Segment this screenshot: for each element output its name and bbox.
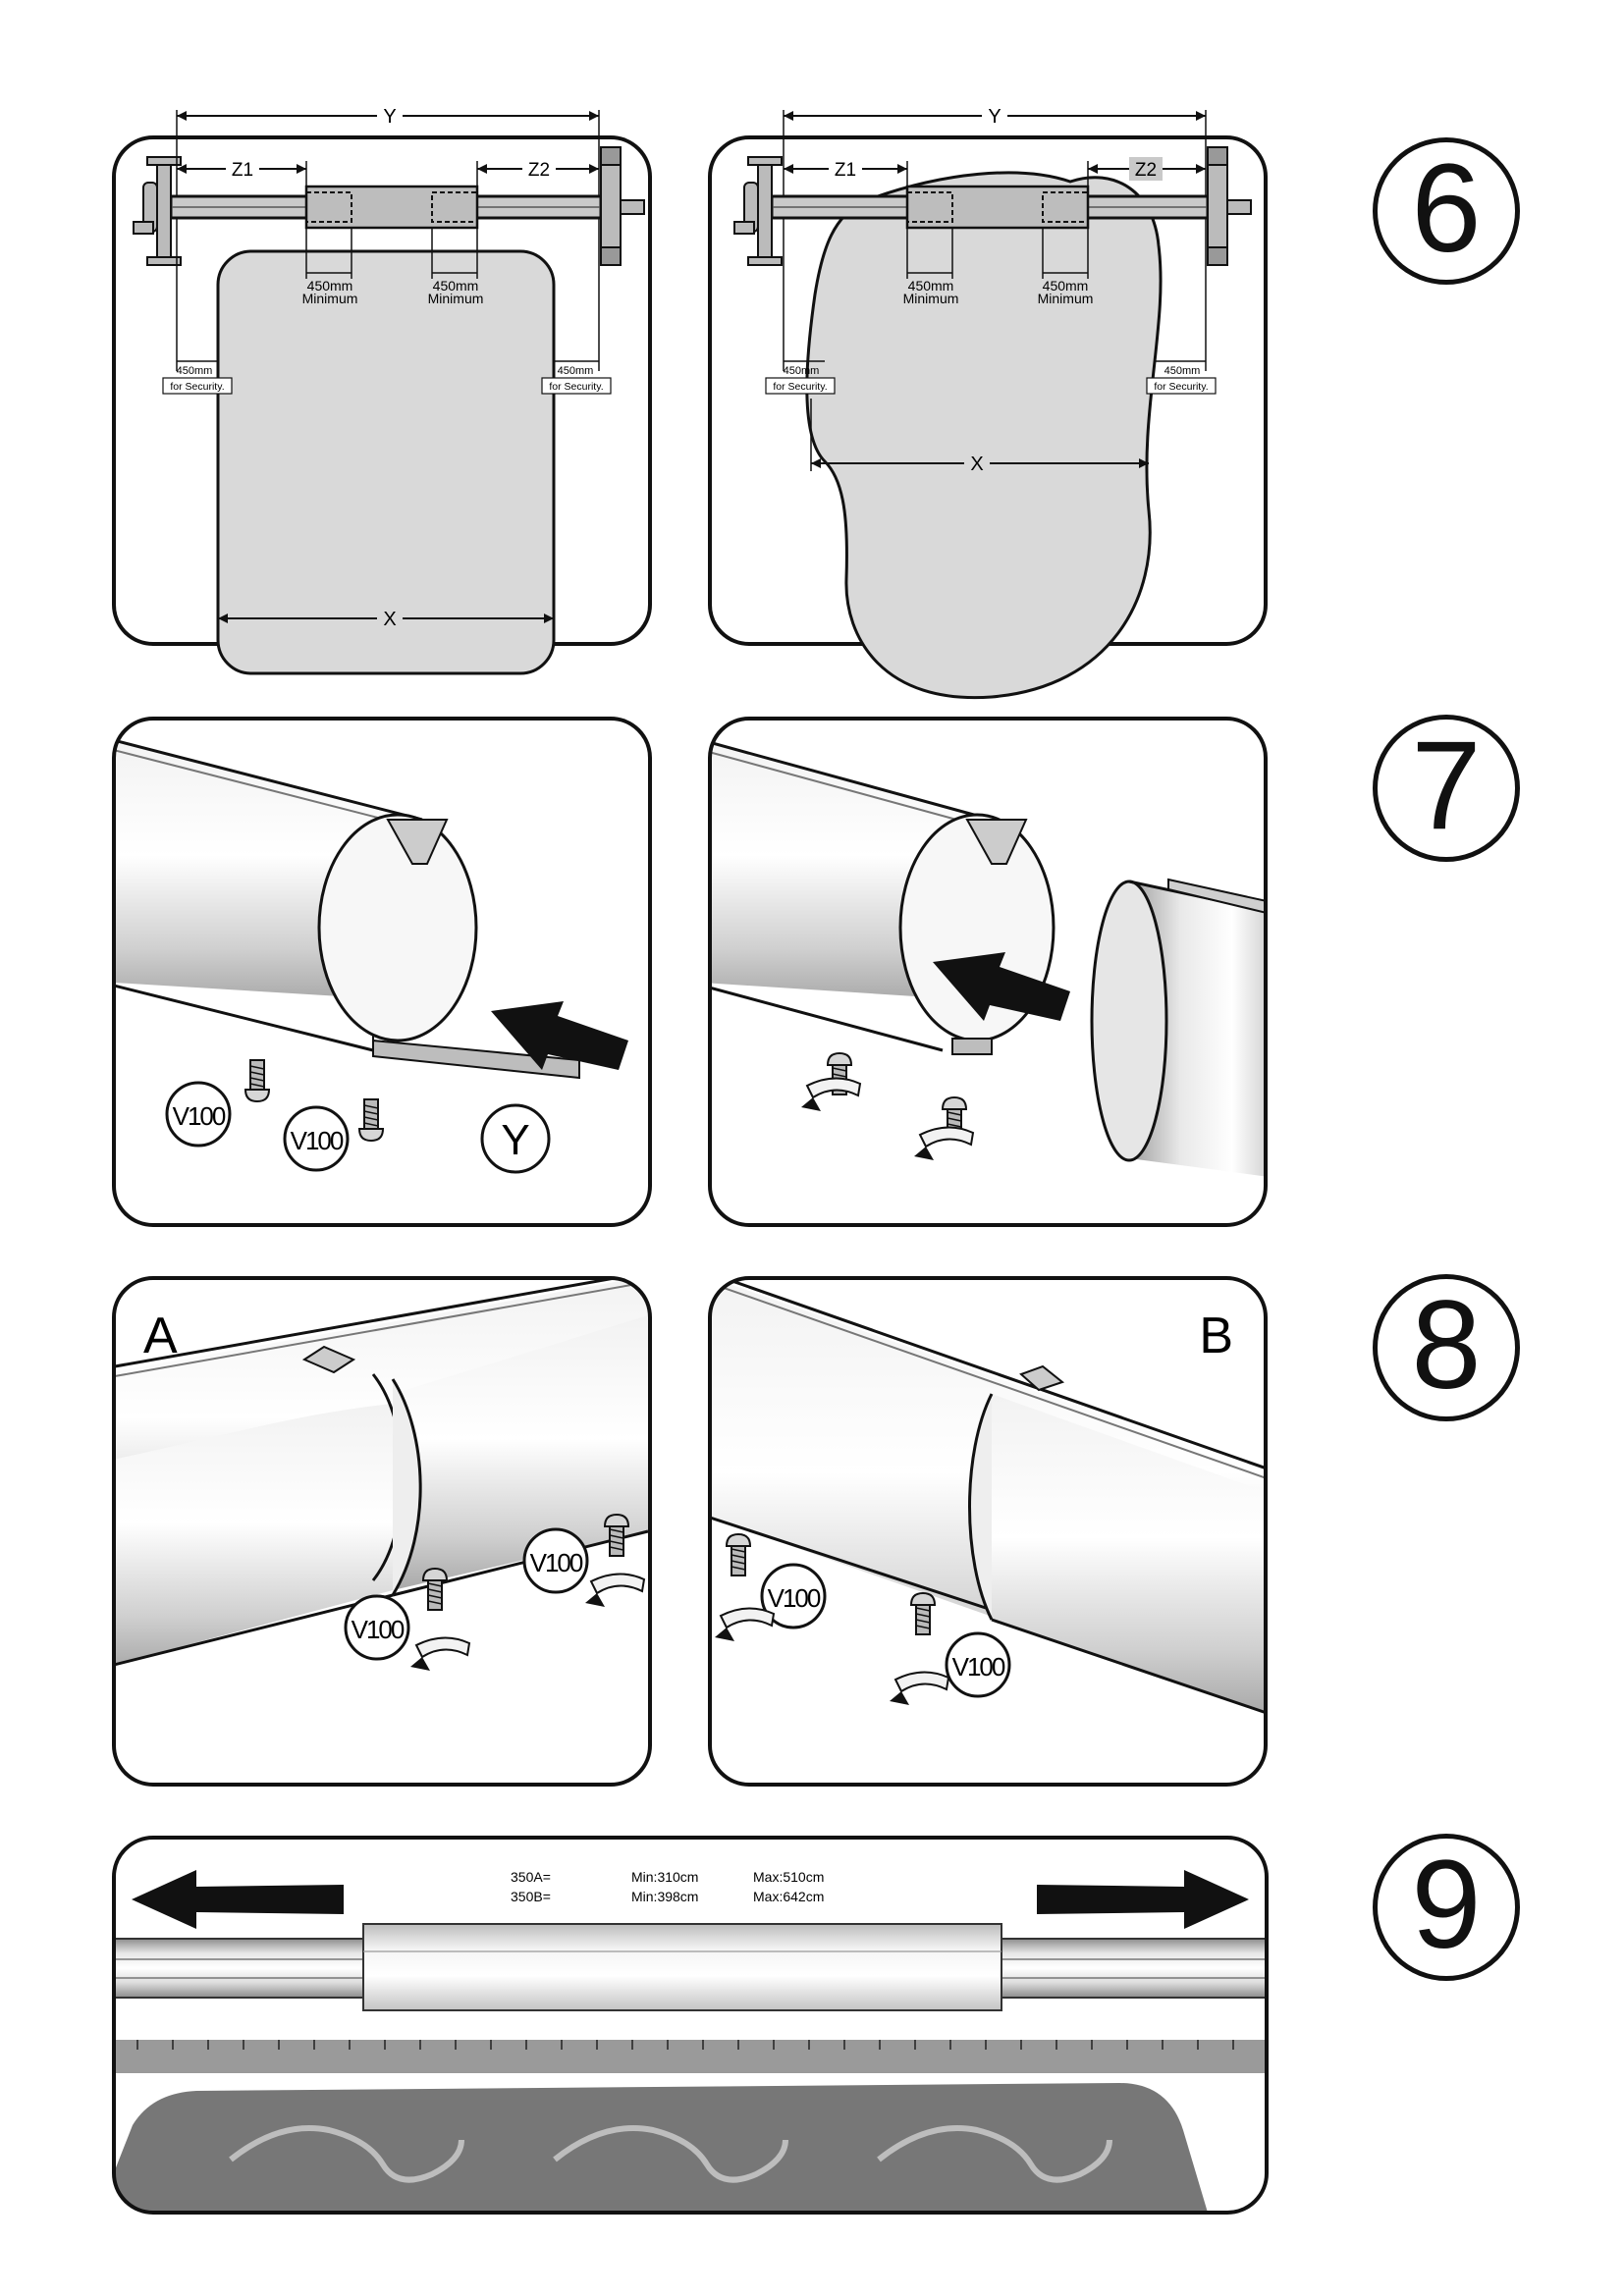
- security-label-left-2: for Security.: [773, 381, 827, 393]
- security-label-left: 450mm: [177, 365, 213, 377]
- part-badge-screw-text: V100: [352, 1615, 405, 1644]
- dim-x-label: X: [970, 454, 983, 475]
- dim-z2-label: Z2: [528, 160, 550, 181]
- insert-arrow-icon: [491, 1001, 628, 1070]
- insert-arrow-icon: [933, 952, 1070, 1021]
- spec-model-2: 350B=: [511, 1889, 551, 1904]
- dim-y-label: Y: [383, 106, 396, 128]
- part-badge-screw: [945, 1631, 1011, 1698]
- step-number-6: 6: [1373, 137, 1520, 285]
- min-label-right: 450mm: [433, 278, 479, 294]
- part-badge-screw: [283, 1105, 350, 1172]
- step8-panel-b: [708, 1276, 1268, 1787]
- min-label-right-2: Minimum: [1038, 291, 1094, 306]
- part-badge-screw: [522, 1527, 589, 1594]
- step9-panel: [112, 1836, 1269, 2215]
- part-badge-screw: [760, 1563, 827, 1629]
- min-label-left-2: Minimum: [302, 291, 358, 306]
- pool-freeform: [805, 171, 1163, 700]
- step-number-9: 9: [1373, 1834, 1520, 1981]
- security-label-right-2: for Security.: [1154, 381, 1208, 393]
- min-label-right: 450mm: [1043, 278, 1089, 294]
- spec-min-2: Min:398cm: [631, 1889, 698, 1904]
- winder-handle-icon: [133, 156, 182, 266]
- part-badge-screw-text: V100: [768, 1583, 821, 1613]
- dim-z1-label: Z1: [835, 160, 856, 181]
- security-label-right: 450mm: [1164, 365, 1201, 377]
- arrow-right-icon: [1037, 1870, 1249, 1929]
- security-label-left: 450mm: [784, 365, 820, 377]
- end-post-icon: [600, 146, 645, 266]
- min-label-left: 450mm: [307, 278, 353, 294]
- dim-y-label: Y: [988, 106, 1001, 128]
- spec-min-1: Min:310cm: [631, 1869, 698, 1885]
- arrow-left-icon: [132, 1870, 344, 1929]
- dim-z2-label: Z2: [1135, 160, 1157, 181]
- part-badge-screw-text: V100: [530, 1548, 583, 1577]
- part-badge-bar-text: Y: [501, 1116, 529, 1164]
- security-label-right: 450mm: [558, 365, 594, 377]
- pool-rectangular: [216, 249, 556, 675]
- view-label-b: B: [1199, 1308, 1233, 1364]
- end-post-icon: [1207, 146, 1252, 266]
- part-badge-screw-text: V100: [952, 1652, 1005, 1682]
- min-label-left-2: Minimum: [903, 291, 959, 306]
- dim-x-label: X: [383, 609, 396, 630]
- dim-z1-label: Z1: [232, 160, 253, 181]
- part-badge-screw-text: V100: [291, 1126, 344, 1155]
- part-badge-screw: [165, 1081, 232, 1148]
- step-number-7: 7: [1373, 715, 1520, 862]
- spec-max-2: Max:642cm: [753, 1889, 824, 1904]
- step8-panel-a: [112, 1276, 652, 1787]
- part-badge-screw-text: V100: [173, 1101, 226, 1131]
- spec-model-1: 350A=: [511, 1869, 551, 1885]
- view-label-a: A: [143, 1308, 178, 1364]
- step-number-8: 8: [1373, 1274, 1520, 1421]
- step7-panel-right: [708, 717, 1268, 1227]
- security-label-left-2: for Security.: [170, 381, 224, 393]
- part-badge-screw: [344, 1594, 410, 1661]
- winder-handle-icon: [733, 156, 783, 266]
- min-label-right-2: Minimum: [428, 291, 484, 306]
- step7-panel-left: [112, 717, 652, 1227]
- part-badge-bar: [480, 1103, 551, 1174]
- spec-max-1: Max:510cm: [753, 1869, 824, 1885]
- min-label-left: 450mm: [908, 278, 954, 294]
- security-label-right-2: for Security.: [549, 381, 603, 393]
